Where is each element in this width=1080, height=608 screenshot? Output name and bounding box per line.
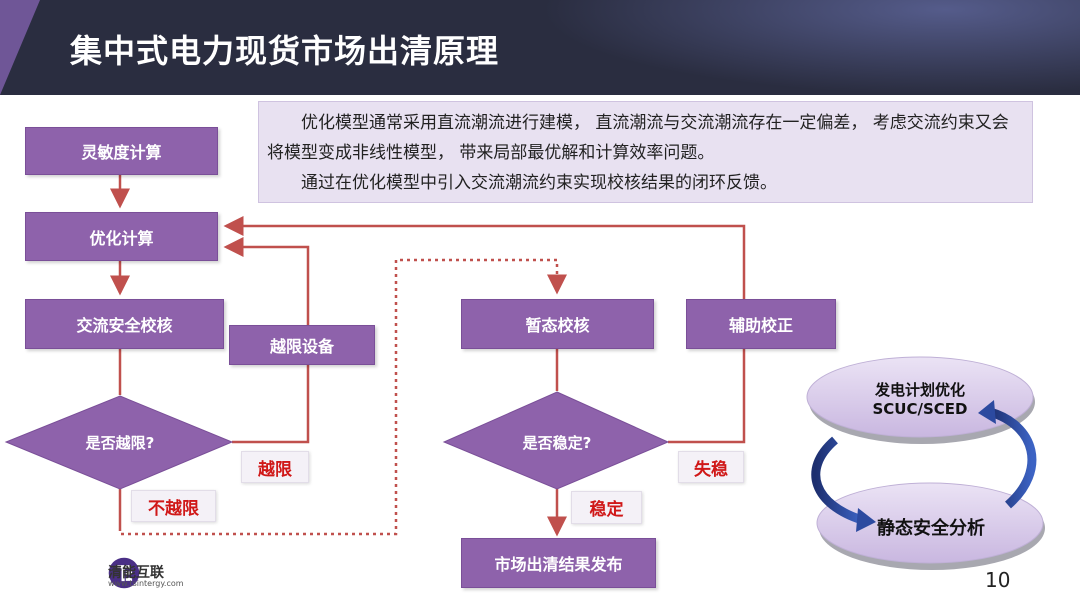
not-over-limit-label: 不越限	[131, 490, 216, 522]
bottom-ellipse	[816, 482, 1044, 564]
cycle-arrowhead-right	[978, 400, 996, 424]
page-title: 集中式电力现货市场出清原理	[70, 32, 500, 70]
transient-check-box: 暂态校核	[461, 299, 654, 349]
cycle-arrow-left	[811, 436, 864, 525]
cycle-bottom-text: 静态安全分析	[877, 518, 985, 539]
cycle-top-line2: SCUC/SCED	[872, 400, 968, 418]
header-banner	[0, 0, 1080, 95]
sensitivity-box: 灵敏度计算	[25, 127, 218, 175]
over-limit-label: 越限	[241, 451, 309, 483]
decision-overlimit-text: 是否越限?	[85, 434, 155, 452]
unstable-label: 失稳	[678, 451, 744, 483]
header-accent	[0, 0, 40, 95]
note-box: 优化模型通常采用直流潮流进行建模， 直流潮流与交流潮流存在一定偏差， 考虑交流约…	[258, 101, 1033, 203]
publish-box: 市场出清结果发布	[461, 538, 656, 588]
ac-check-box: 交流安全校核	[25, 299, 224, 349]
cycle-top-line1: 发电计划优化	[874, 381, 965, 399]
page-number: 10	[985, 568, 1011, 592]
over-limit-device-box: 越限设备	[229, 325, 375, 365]
optimize-box: 优化计算	[25, 212, 218, 261]
decision-stable-text: 是否稳定?	[522, 434, 592, 452]
header-glow	[540, 0, 1080, 95]
decision-stable-diamond	[442, 391, 670, 490]
aux-correction-box: 辅助校正	[686, 299, 836, 349]
top-ellipse	[806, 356, 1034, 438]
stable-label: 稳定	[571, 491, 642, 524]
decision-overlimit-diamond	[4, 395, 234, 490]
dotted-notover-transient	[118, 258, 567, 536]
note-line-1: 优化模型通常采用直流潮流进行建模， 直流潮流与交流潮流存在一定偏差， 考虑交流约…	[267, 113, 1009, 163]
cycle-arrow-right	[988, 407, 1037, 509]
company-logo-icon	[108, 557, 140, 589]
cycle-arrowhead-left	[856, 508, 876, 532]
company-logo-url: www.tsintergy.com	[108, 579, 184, 588]
note-line-2: 通过在优化模型中引入交流潮流约束实现校核结果的闭环反馈。	[301, 173, 777, 193]
company-logo-name: 清能互联	[108, 565, 164, 581]
cycle-top-text: 发电计划优化 SCUC/SCED	[845, 381, 995, 419]
